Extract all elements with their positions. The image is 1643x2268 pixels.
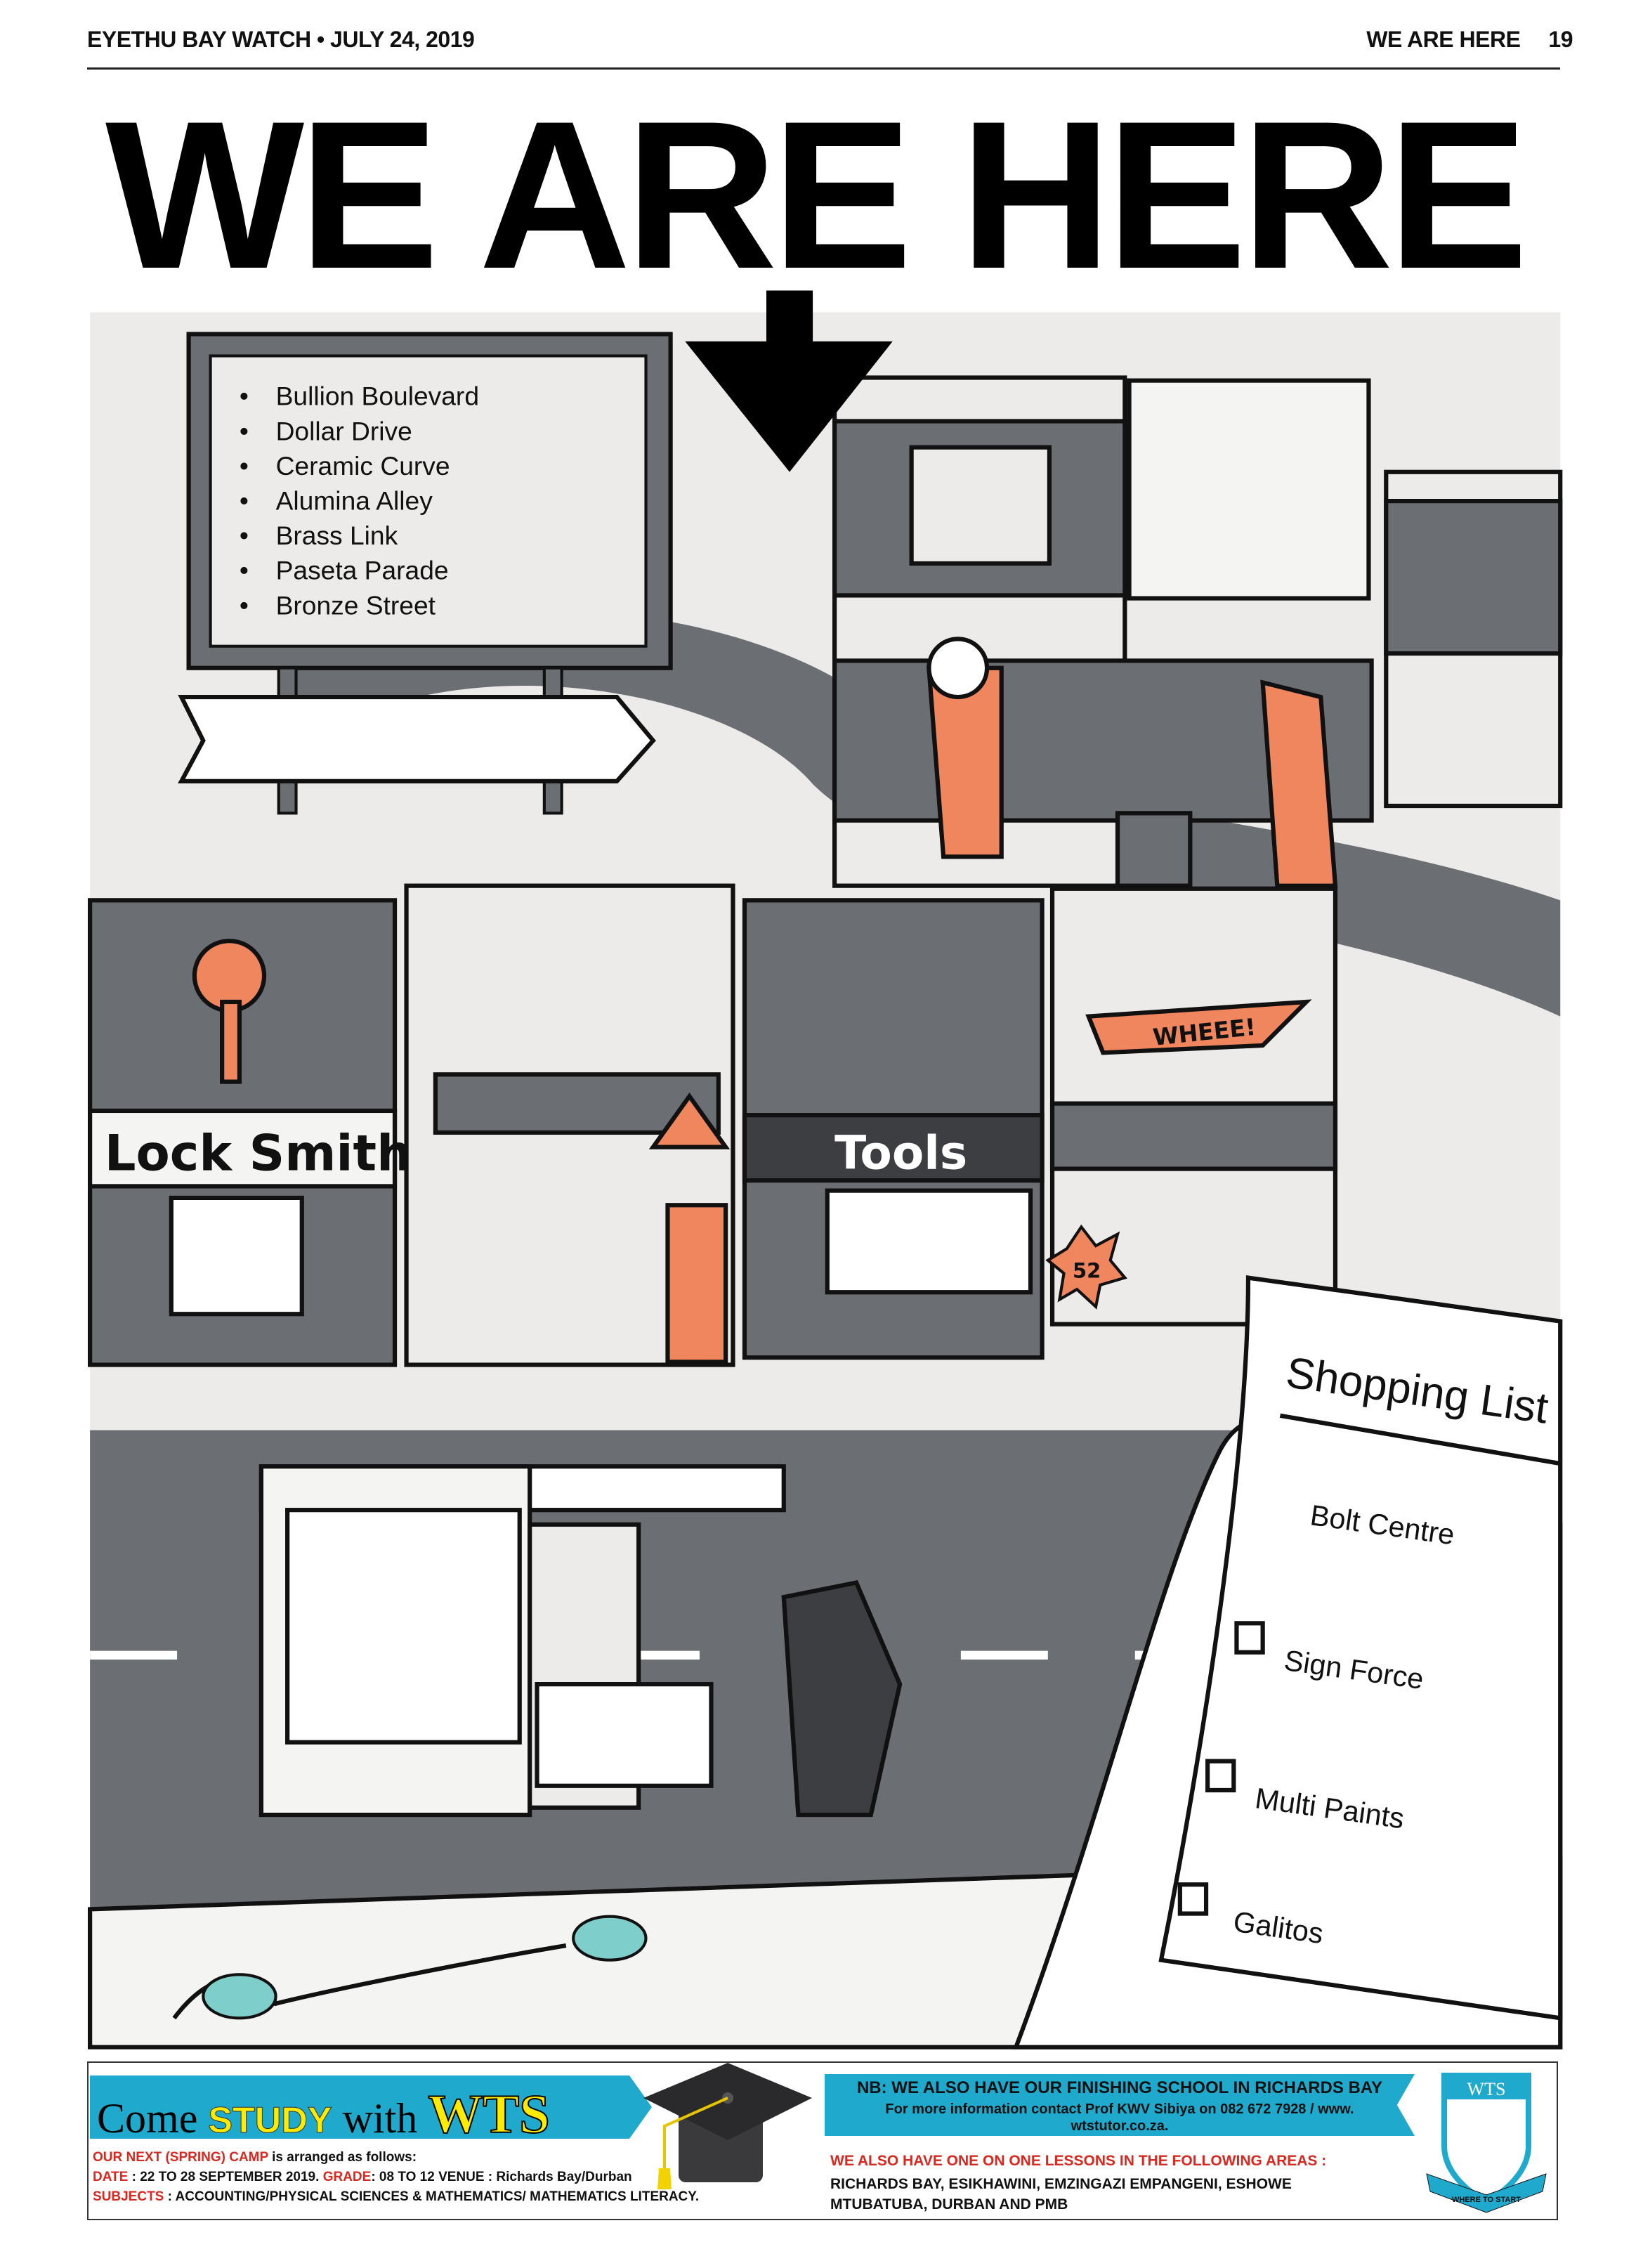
checkbox[interactable] xyxy=(1177,1882,1209,1916)
ad-banner-left: Come STUDY with WTS xyxy=(90,2075,652,2139)
shop-row xyxy=(88,883,1338,1367)
section-name: WE ARE HERE xyxy=(1366,27,1521,52)
starburst-label: 52 xyxy=(1073,1259,1101,1283)
ad-come: Come xyxy=(97,2095,198,2142)
street-name: Alumina Alley xyxy=(276,486,433,516)
street-name: Paseta Parade xyxy=(276,556,449,585)
ad-subjects-line: SUBJECTS : ACCOUNTING/PHYSICAL SCIENCES … xyxy=(93,2189,700,2204)
bullet: • xyxy=(240,382,249,411)
bullet: • xyxy=(240,590,249,620)
street-name: Brass Link xyxy=(276,521,398,550)
logo-motto: WHERE TO START xyxy=(1452,2196,1521,2204)
wts-logo: WTS WHERE TO START xyxy=(1426,2073,1547,2213)
ad-headline: Come STUDY with WTS xyxy=(97,2083,551,2144)
bullet: • xyxy=(240,521,249,550)
bullet: • xyxy=(240,416,249,445)
logo-text: WTS xyxy=(1467,2079,1506,2099)
shopping-list-paper xyxy=(1158,1275,1563,2021)
street-name: Bronze Street xyxy=(276,590,436,620)
ad-contact: For more information contact Prof KWV Si… xyxy=(885,2101,1354,2134)
checkbox[interactable] xyxy=(1234,1621,1265,1655)
down-arrow-icon xyxy=(685,290,893,472)
wts-advertisement: Come STUDY with WTS OUR NEXT (SPRING) CA… xyxy=(87,2061,1558,2220)
ad-study: STUDY xyxy=(208,2100,332,2141)
bullet: • xyxy=(240,451,249,481)
ad-camp-line: OUR NEXT (SPRING) CAMP is arranged as fo… xyxy=(93,2150,417,2165)
ad-brand: WTS xyxy=(427,2083,550,2144)
direction-arrow-sign xyxy=(178,694,656,783)
birds-with-ribbon xyxy=(172,1915,648,2020)
publication-dateline: EYETHU BAY WATCH • JULY 24, 2019 xyxy=(87,27,475,52)
starburst xyxy=(1045,1224,1127,1310)
locksmith-sign: Lock Smith xyxy=(105,1125,412,1182)
page-title: WE ARE HERE xyxy=(105,77,1529,313)
ad-areas-title: WE ALSO HAVE ONE ON ONE LESSONS IN THE F… xyxy=(830,2153,1327,2169)
page-number: 19 xyxy=(1548,27,1573,52)
checkbox[interactable] xyxy=(1205,1759,1236,1793)
ad-banner-right: NB: WE ALSO HAVE OUR FINISHING SCHOOL IN… xyxy=(825,2074,1415,2136)
characters-shaking-hands xyxy=(927,637,1338,888)
divider xyxy=(1279,1413,1561,1466)
ad-date-line: DATE : 22 TO 28 SEPTEMBER 2019. GRADE: 0… xyxy=(93,2170,632,2184)
ad-finishing-school: NB: WE ALSO HAVE OUR FINISHING SCHOOL IN… xyxy=(856,2078,1383,2097)
bullet: • xyxy=(240,486,249,516)
street-name: Ceramic Curve xyxy=(276,451,450,481)
shopping-list-hand xyxy=(1012,1275,1563,2049)
header-rule xyxy=(87,67,1560,70)
billboard xyxy=(178,332,673,815)
graduation-cap-icon xyxy=(643,2063,812,2189)
tools-sign: Tools xyxy=(834,1126,967,1180)
ad-with: with xyxy=(342,2095,418,2142)
food-stall xyxy=(258,1464,903,1818)
bullet: • xyxy=(240,556,249,585)
street-name: Dollar Drive xyxy=(276,416,412,445)
ad-areas: RICHARDS BAY, ESIKHAWINI, EMZINGAZI EMPA… xyxy=(830,2176,1292,2213)
street-name: Bullion Boulevard xyxy=(276,382,479,411)
section-header: WE ARE HERE 19 xyxy=(1366,27,1573,53)
